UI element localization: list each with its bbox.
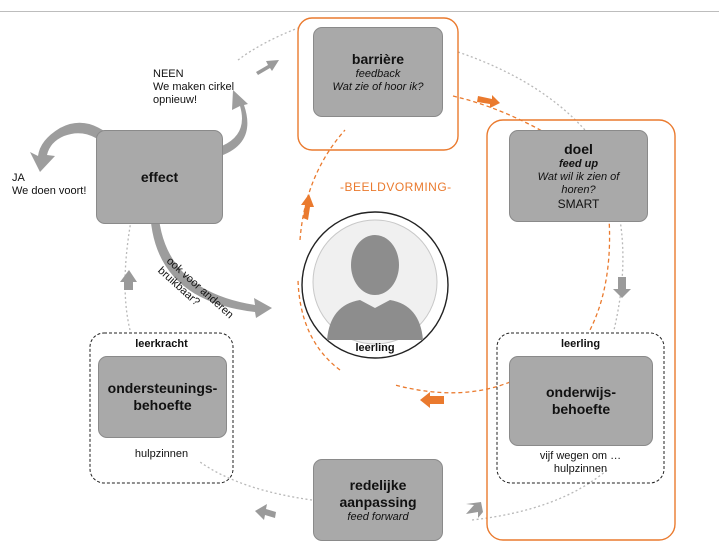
gray-arrow-icons xyxy=(120,60,631,520)
doel-line2: Wat wil ik zien of xyxy=(537,171,620,183)
redelijke-title2: aanpassing xyxy=(339,493,417,510)
top-divider xyxy=(0,11,719,12)
leerkracht-label: leerkracht xyxy=(135,338,188,350)
arrow-icon xyxy=(256,60,279,75)
arrow-icon xyxy=(466,502,483,518)
barriere-box: barrière feedback Wat zie of hoor ik? xyxy=(313,27,443,117)
curved-arrow-icon-ook xyxy=(150,205,272,318)
neen-label: NEEN We maken cirkel opnieuw! xyxy=(153,68,234,107)
doel-line3: horen? xyxy=(561,184,596,196)
onderwijs-footer2: hulpzinnen xyxy=(553,463,608,475)
doel-line4: SMART xyxy=(557,197,600,211)
onderwijs-title1: onderwijs- xyxy=(545,384,616,400)
arrow-icon xyxy=(477,95,500,108)
arrow-icon xyxy=(120,270,137,290)
person-silhouette-icon xyxy=(327,235,423,340)
doel-box: doel feed up Wat wil ik zien of horen? S… xyxy=(509,130,648,222)
ondersteunings-title1: ondersteunings- xyxy=(107,380,218,396)
doel-onderwijs-frame xyxy=(486,119,676,541)
doel-title: doel xyxy=(564,141,593,157)
redelijke-line1: feed forward xyxy=(347,510,409,523)
effect-title: effect xyxy=(140,168,179,185)
arrow-icon xyxy=(613,277,631,298)
arrow-icon xyxy=(420,392,444,408)
ondersteunings-box: ondersteunings- behoefte xyxy=(98,356,227,438)
ja-label: JA We doen voort! xyxy=(12,172,86,198)
neen-line1: NEEN xyxy=(153,68,184,80)
ja-line1: JA xyxy=(12,172,25,184)
leerling-frame xyxy=(496,332,665,484)
leerkracht-frame xyxy=(89,332,234,484)
redelijke-title1: redelijke xyxy=(349,476,407,493)
doel-line1: feed up xyxy=(558,158,599,170)
effect-box: effect xyxy=(96,130,223,224)
barriere-frame xyxy=(297,17,459,151)
arrow-icon xyxy=(255,504,276,520)
leerling-center-label: leerling xyxy=(355,342,395,354)
redelijke-box: redelijke aanpassing feed forward xyxy=(313,459,443,541)
neen-line3: opnieuw! xyxy=(153,94,198,106)
curved-arrow-icon-neen xyxy=(210,90,248,158)
beeldvorming-label: -BEELDVORMING- xyxy=(340,180,452,194)
ondersteunings-footer: hulpzinnen xyxy=(134,448,189,460)
barriere-line1: feedback xyxy=(355,67,401,80)
arrow-icon xyxy=(301,194,314,220)
barriere-line2: Wat zie of hoor ik? xyxy=(332,80,424,93)
onderwijs-footer1: vijf wegen om … xyxy=(539,450,622,462)
onderwijs-title2: behoefte xyxy=(551,401,611,417)
leerling-label: leerling xyxy=(560,338,601,350)
ondersteunings-title2: behoefte xyxy=(133,397,192,413)
barriere-title: barrière xyxy=(351,50,405,67)
ja-line2: We doen voort! xyxy=(12,185,87,197)
orange-arrow-icons xyxy=(301,95,500,408)
neen-line2: We maken cirkel xyxy=(153,81,235,93)
onderwijs-box: onderwijs- behoefte xyxy=(509,356,653,446)
